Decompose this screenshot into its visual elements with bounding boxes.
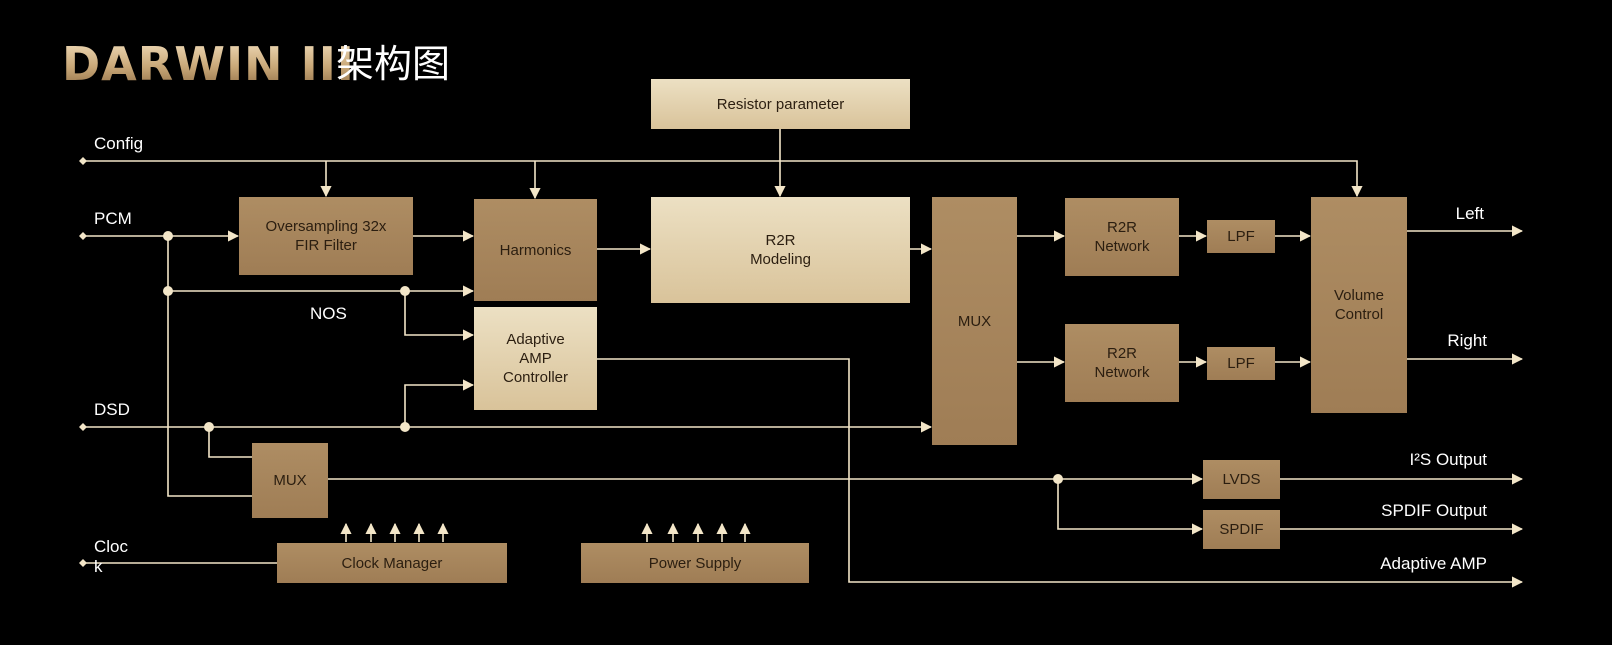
config-port-diamond	[79, 157, 87, 165]
clock-manager-block: Clock Manager	[277, 543, 507, 583]
power-supply-block: Power Supply	[581, 543, 809, 583]
volume-control-block: Volume Control	[1311, 197, 1407, 413]
clock-port-diamond	[79, 559, 87, 567]
lpf-bottom-block: LPF	[1207, 347, 1275, 380]
page-title: 架构图	[336, 42, 451, 86]
dsd-split-dot	[400, 422, 410, 432]
pcm-vertical-wire	[167, 236, 252, 497]
dsd-label: DSD	[94, 400, 130, 419]
nos-to-adaptive-wire	[404, 291, 475, 341]
adaptive-amp-controller-block: Adaptive AMP Controller	[474, 307, 597, 410]
to-spdif-wire	[1057, 479, 1204, 535]
dsd-port-diamond	[79, 423, 87, 431]
logo-text: DARWIN III	[62, 37, 355, 91]
config-wire	[83, 160, 1363, 198]
darwin-logo: DARWIN III	[62, 38, 354, 90]
i2s-split-dot	[1053, 474, 1063, 484]
spdif-block: SPDIF	[1203, 510, 1280, 549]
pcm-junction-dot	[163, 231, 173, 241]
dsd-to-small-mux-wire	[208, 427, 252, 458]
main-mux-block: MUX	[932, 197, 1017, 445]
nos-split-dot	[400, 286, 410, 296]
pcm-port-diamond	[79, 232, 87, 240]
config-label: Config	[94, 134, 144, 153]
dsd-junction-dot	[204, 422, 214, 432]
dsd-to-adaptive-wire	[404, 379, 475, 427]
pcm-label: PCM	[94, 209, 132, 228]
resistor-parameter-block: Resistor parameter	[651, 79, 910, 129]
harmonics-block: Harmonics	[474, 199, 597, 301]
adaptive-amp-wire	[597, 358, 1524, 588]
nos-label: NOS	[310, 304, 347, 323]
lvds-block: LVDS	[1203, 460, 1280, 499]
i2s-output-label: I²S Output	[1409, 450, 1487, 469]
r2r-modeling-block: R2R Modeling	[651, 197, 910, 303]
right-output-label: Right	[1447, 331, 1487, 350]
nos-junction-dot	[163, 286, 173, 296]
left-output-label: Left	[1455, 204, 1484, 223]
spdif-output-label: SPDIF Output	[1381, 501, 1487, 520]
clock-label: Cloc k	[94, 537, 129, 576]
lpf-top-block: LPF	[1207, 220, 1275, 253]
r2r-network-top-block: R2R Network	[1065, 198, 1179, 276]
oversampling-block: Oversampling 32x FIR Filter	[239, 197, 413, 275]
adaptive-amp-output-label: Adaptive AMP	[1380, 554, 1487, 573]
r2r-network-bottom-block: R2R Network	[1065, 324, 1179, 402]
small-mux-block: MUX	[252, 443, 328, 518]
